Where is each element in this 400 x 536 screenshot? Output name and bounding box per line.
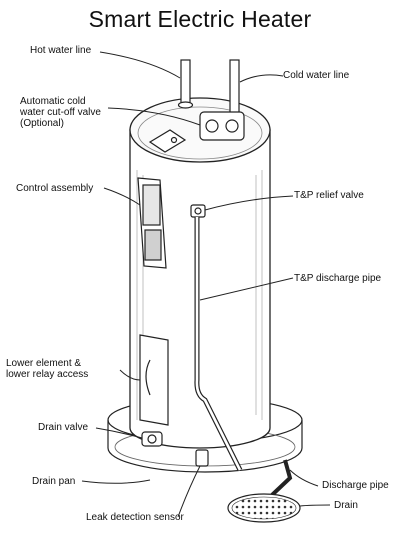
tp-relief-valve-shape xyxy=(190,204,206,218)
label-tp-relief-valve: T&P relief valve xyxy=(294,190,364,201)
label-cold-water-line: Cold water line xyxy=(283,70,350,81)
label-hot-water-line: Hot water line xyxy=(30,45,92,56)
label-cutoff-valve-line2: water cut-off valve xyxy=(20,107,101,118)
label-discharge-pipe: Discharge pipe xyxy=(322,480,389,491)
leak-sensor-shape xyxy=(195,449,209,467)
discharge-pipe-shape xyxy=(270,459,293,497)
hot-water-line-pipe xyxy=(177,59,194,109)
diagram-title: Smart Electric Heater xyxy=(88,6,312,32)
leader-lines xyxy=(81,51,331,518)
drain-valve-shape xyxy=(141,431,163,447)
label-cutoff-valve-line1: Automatic cold xyxy=(20,96,86,107)
label-lower-element-line2: lower relay access xyxy=(6,369,89,380)
cutoff-valve-shape xyxy=(148,111,245,153)
label-control-assembly: Control assembly xyxy=(16,183,94,194)
label-leak-detection-sensor: Leak detection sensor xyxy=(86,512,184,523)
lower-element-panel-shape xyxy=(139,334,169,426)
control-assembly-shape xyxy=(137,177,167,269)
label-drain-pan: Drain pan xyxy=(32,476,76,487)
label-cutoff-valve-line3: (Optional) xyxy=(20,118,64,129)
label-drain: Drain xyxy=(334,500,358,511)
label-tp-discharge-pipe: T&P discharge pipe xyxy=(294,273,382,284)
cold-water-line-pipe xyxy=(229,59,240,119)
drain-shape xyxy=(227,493,301,523)
label-drain-valve: Drain valve xyxy=(38,422,89,433)
label-lower-element-line1: Lower element & xyxy=(6,358,82,369)
